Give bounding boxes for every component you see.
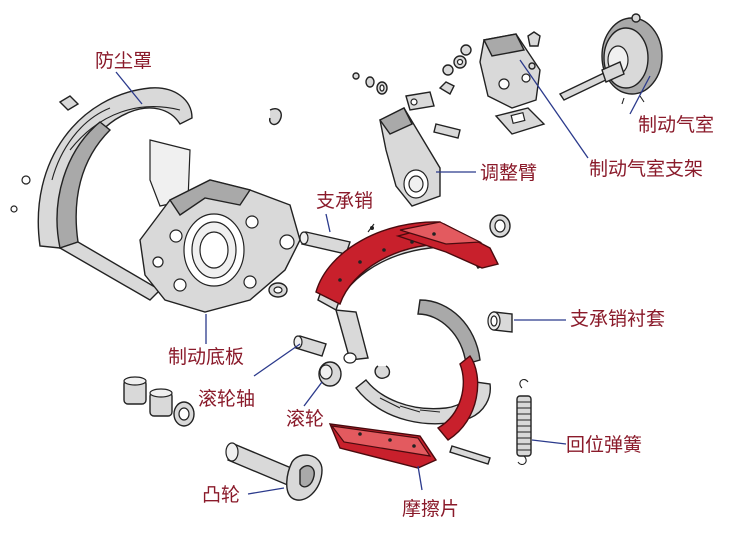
cam-part	[225, 442, 323, 501]
brake-chamber-part	[558, 13, 663, 105]
slack-adjuster-part	[352, 72, 461, 207]
leader-chamber-bracket	[519, 59, 589, 159]
leader-anchor-pin	[325, 213, 331, 233]
leader-friction-lining	[417, 465, 423, 491]
label-friction-lining: 摩擦片	[402, 498, 460, 520]
leader-cam	[247, 487, 285, 495]
label-roller: 滚轮	[286, 408, 325, 430]
dust-cover-part	[10, 87, 282, 301]
roller-part	[318, 361, 342, 387]
chamber-bracket-part	[442, 31, 546, 135]
label-return-spring: 回位弹簧	[566, 434, 643, 456]
leader-dust-cover	[115, 71, 143, 105]
label-chamber-bracket: 制动气室支架	[589, 158, 704, 180]
label-slack-adjuster: 调整臂	[480, 162, 538, 184]
label-cam: 凸轮	[202, 484, 241, 506]
anchor-pin-bushing-part	[487, 214, 513, 333]
leader-roller-shaft	[253, 343, 301, 377]
backing-plate-part	[139, 179, 301, 313]
label-roller-shaft: 滚轮轴	[198, 388, 256, 410]
leader-lines	[115, 59, 651, 495]
label-brake-chamber: 制动气室	[638, 114, 715, 136]
leader-return-spring	[531, 439, 567, 445]
label-backing-plate: 制动底板	[168, 346, 245, 368]
leader-roller	[303, 381, 323, 407]
label-anchor-pin-bushing: 支承销衬套	[570, 308, 666, 330]
return-spring-part	[449, 379, 532, 465]
brake-shoe-lower-part	[328, 299, 491, 469]
label-anchor-pin: 支承销	[316, 190, 374, 212]
leader-brake-chamber	[629, 75, 651, 115]
label-dust-cover: 防尘罩	[95, 50, 153, 72]
roller-shaft-part	[293, 335, 327, 357]
brake-shoe-upper-part	[315, 221, 500, 379]
cam-bushings-part	[123, 376, 195, 427]
